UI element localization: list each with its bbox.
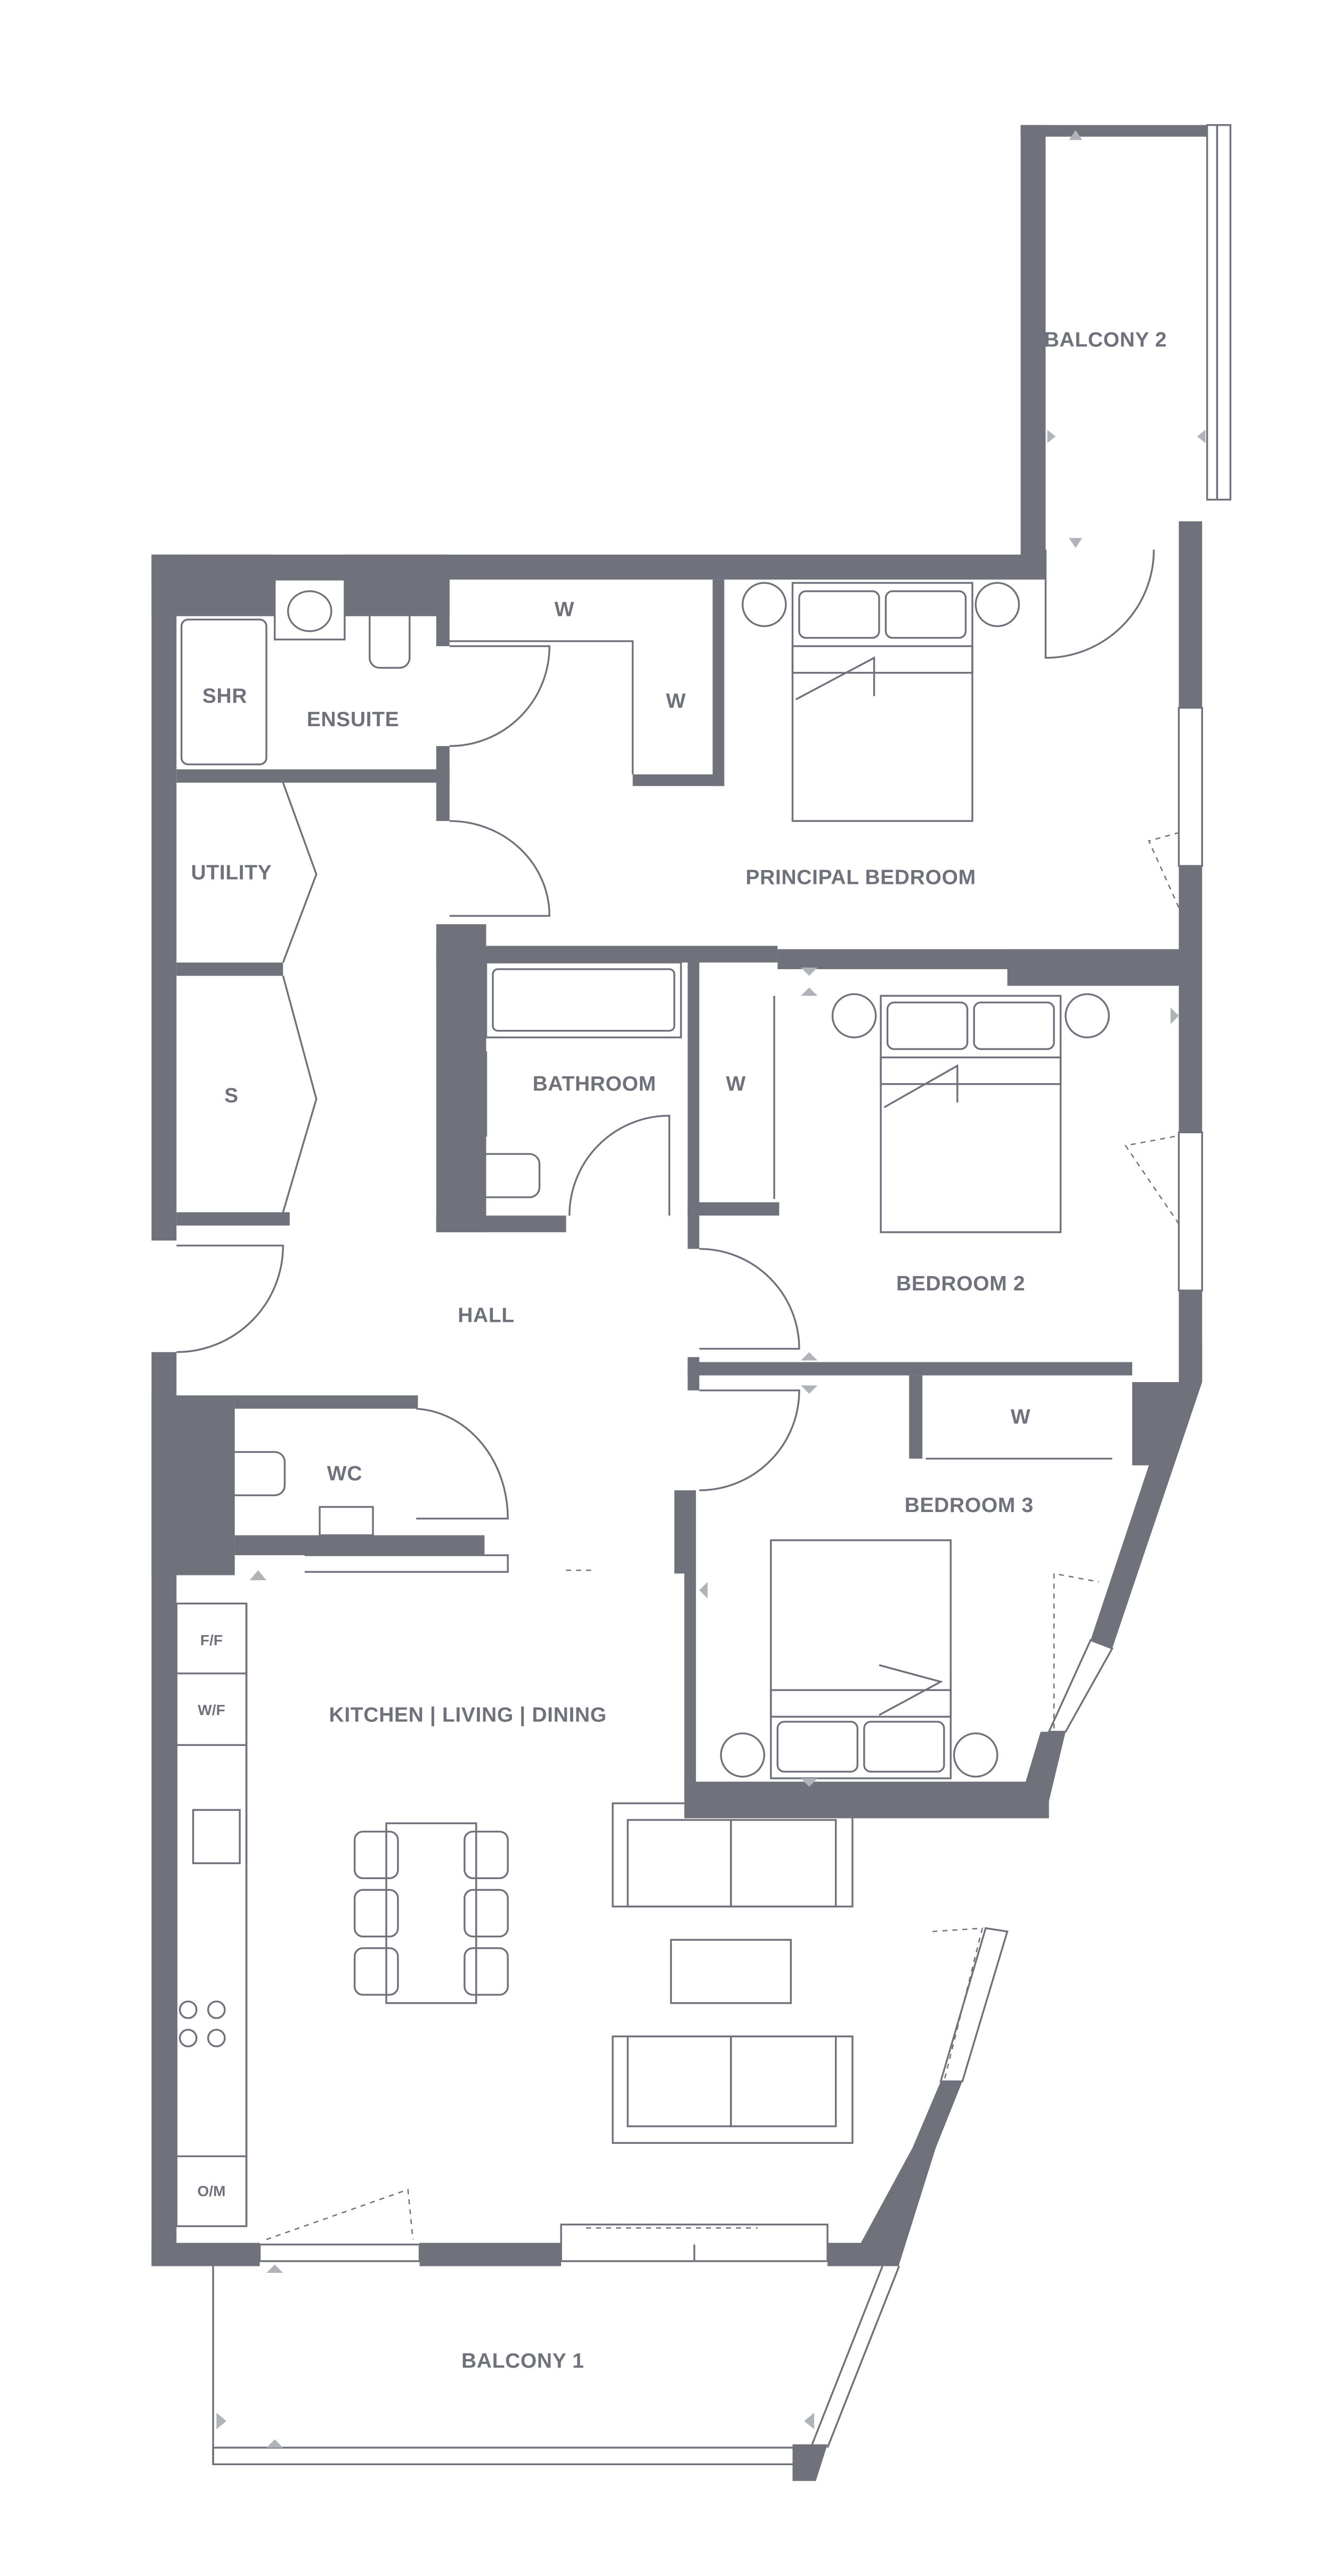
hob — [178, 2000, 198, 2019]
label-ensuite: ENSUITE — [307, 708, 400, 731]
label-principal-bedroom: PRINCIPAL BEDROOM — [746, 866, 976, 889]
label-oven-microwave: O/M — [197, 2183, 225, 2199]
doors — [176, 549, 1180, 2262]
label-bedroom-2: BEDROOM 2 — [896, 1272, 1025, 1295]
shower-tray — [180, 619, 267, 766]
kitchen-units — [175, 1602, 248, 2228]
walls — [151, 124, 1232, 2266]
label-utility: UTILITY — [191, 861, 272, 884]
bath — [485, 961, 682, 1038]
ensuite-basin — [273, 579, 346, 641]
principal-bed — [742, 582, 1020, 822]
kitchen-sink — [192, 1809, 241, 1864]
wc-basin — [319, 1506, 374, 1537]
label-shr: SHR — [202, 685, 247, 708]
room-labels: BALCONY 2 SHR ENSUITE W W PRINCIPAL BEDR… — [191, 328, 1167, 2372]
label-wardrobe-bathroom: W — [726, 1072, 746, 1095]
bedroom-3-bed — [720, 1539, 998, 1779]
fixtures — [175, 579, 1110, 2228]
bedroom-2-bed — [831, 993, 1110, 1233]
ensuite-toilet — [369, 616, 411, 669]
bathroom-toilet — [486, 1153, 541, 1198]
label-wc: WC — [327, 1462, 362, 1485]
wc-toilet — [234, 1451, 286, 1497]
bathroom-basin — [449, 1051, 488, 1137]
label-balcony-1: BALCONY 1 — [461, 2350, 584, 2372]
label-wardrobe-top: W — [555, 598, 574, 621]
label-wardrobe-bedroom-3: W — [1011, 1405, 1030, 1428]
label-fridge-freezer: F/F — [200, 1632, 223, 1648]
dining-table-chairs — [353, 1822, 509, 2004]
label-hall: HALL — [458, 1304, 515, 1327]
balcony-1-rail — [212, 2265, 900, 2481]
label-bedroom-3: BEDROOM 3 — [905, 1494, 1034, 1517]
living-furniture — [612, 1802, 854, 2144]
label-storage: S — [224, 1084, 239, 1107]
label-kitchen-living-dining: KITCHEN | LIVING | DINING — [329, 1704, 607, 1727]
coffee-table — [670, 1939, 792, 2004]
label-washer-freezer: W/F — [198, 1702, 225, 1718]
label-wardrobe-closet: W — [666, 689, 686, 712]
label-bathroom: BATHROOM — [533, 1072, 656, 1095]
section-markers — [216, 130, 1206, 2448]
label-balcony-2: BALCONY 2 — [1044, 328, 1167, 351]
